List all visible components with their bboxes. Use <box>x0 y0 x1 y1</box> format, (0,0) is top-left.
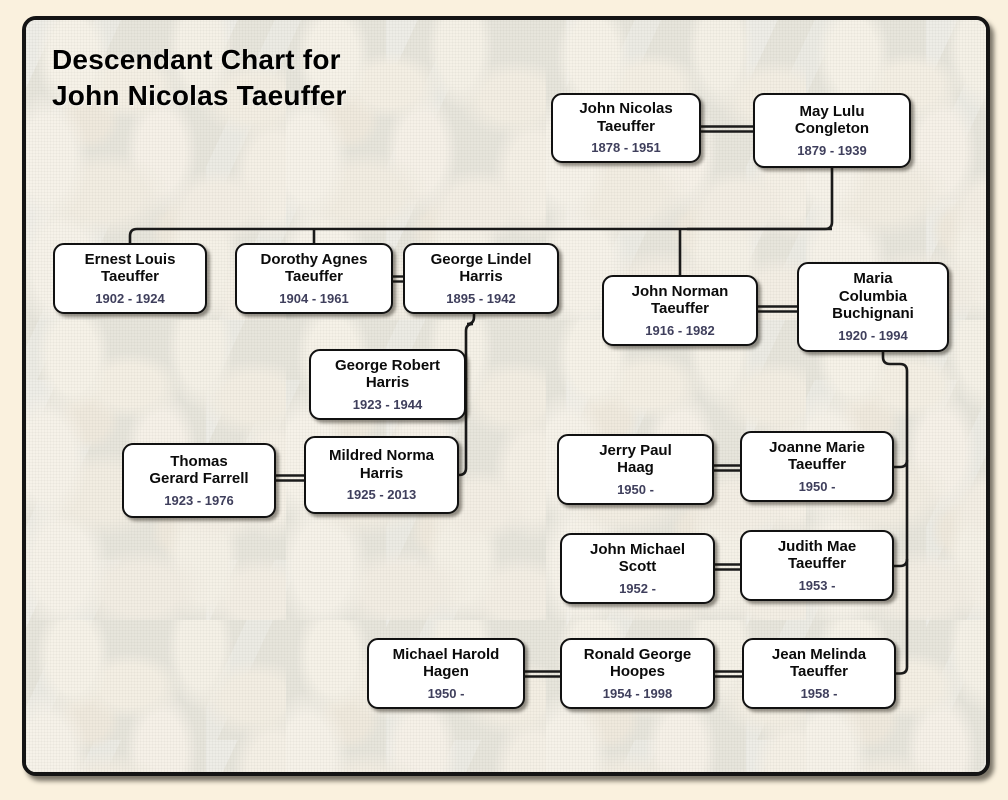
person-name: Ronald George Hoopes <box>583 645 692 681</box>
person-node[interactable]: John Michael Scott 1952 - <box>560 533 715 604</box>
connector-line <box>128 227 138 243</box>
person-node[interactable]: Joanne Marie Taeuffer 1950 - <box>740 431 894 502</box>
person-node[interactable]: Mildred Norma Harris 1925 - 2013 <box>304 436 459 514</box>
person-node[interactable]: Thomas Gerard Farrell 1923 - 1976 <box>122 443 276 518</box>
person-name: Ernest Louis Taeuffer <box>84 250 176 286</box>
person-dates: 1950 - <box>427 685 465 701</box>
person-node[interactable]: John Nicolas Taeuffer 1878 - 1951 <box>551 93 701 163</box>
person-name: Jerry Paul Haag <box>599 441 672 477</box>
person-node[interactable]: Jean Melinda Taeuffer 1958 - <box>742 638 896 709</box>
person-node[interactable]: Maria Columbia Buchignani 1920 - 1994 <box>797 262 949 352</box>
person-dates: 1895 - 1942 <box>446 290 516 306</box>
person-node[interactable]: John Norman Taeuffer 1916 - 1982 <box>602 275 758 346</box>
connector-line <box>894 459 909 469</box>
person-dates: 1950 - <box>798 478 836 494</box>
person-node[interactable]: Jerry Paul Haag 1950 - <box>557 434 714 505</box>
person-dates: 1953 - <box>798 577 836 593</box>
person-dates: 1904 - 1961 <box>279 290 349 306</box>
connector-line <box>881 352 909 675</box>
person-node[interactable]: Dorothy Agnes Taeuffer 1904 - 1961 <box>235 243 393 314</box>
person-node[interactable]: George Lindel Harris 1895 - 1942 <box>403 243 559 314</box>
connector-line <box>824 168 834 231</box>
connector-lines <box>128 125 909 678</box>
person-node[interactable]: Michael Harold Hagen 1950 - <box>367 638 525 709</box>
person-name: John Norman Taeuffer <box>631 282 729 318</box>
person-name: Michael Harold Hagen <box>392 645 500 681</box>
chart-frame: Descendant Chart for John Nicolas Taeuff… <box>22 16 990 776</box>
page-title: Descendant Chart for John Nicolas Taeuff… <box>52 44 347 111</box>
person-name: Dorothy Agnes Taeuffer <box>260 250 368 286</box>
person-name: Judith Mae Taeuffer <box>777 537 857 573</box>
person-name: May Lulu Congleton <box>794 102 870 138</box>
person-name: John Nicolas Taeuffer <box>579 100 673 135</box>
person-node[interactable]: Judith Mae Taeuffer 1953 - <box>740 530 894 601</box>
connector-line <box>458 314 476 477</box>
person-dates: 1920 - 1994 <box>838 328 908 344</box>
person-name: George Robert Harris <box>334 356 440 392</box>
person-name: Thomas Gerard Farrell <box>149 452 249 488</box>
person-dates: 1925 - 2013 <box>346 487 417 503</box>
connector-line <box>894 558 909 568</box>
person-dates: 1879 - 1939 <box>797 142 867 158</box>
person-dates: 1916 - 1982 <box>645 322 715 338</box>
person-name: Maria Columbia Buchignani <box>832 270 914 323</box>
person-name: John Michael Scott <box>589 540 686 576</box>
person-dates: 1923 - 1944 <box>352 396 423 412</box>
person-dates: 1902 - 1924 <box>95 290 165 306</box>
person-dates: 1923 - 1976 <box>164 492 234 508</box>
person-node[interactable]: Ernest Louis Taeuffer 1902 - 1924 <box>53 243 207 314</box>
person-node[interactable]: George Robert Harris 1923 - 1944 <box>309 349 466 420</box>
person-dates: 1954 - 1998 <box>602 685 673 701</box>
person-name: Mildred Norma Harris <box>328 447 434 482</box>
person-dates: 1878 - 1951 <box>591 140 661 156</box>
person-dates: 1952 - <box>619 580 656 596</box>
person-name: Joanne Marie Taeuffer <box>769 438 865 474</box>
person-name: Jean Melinda Taeuffer <box>771 645 867 681</box>
person-dates: 1958 - <box>800 685 838 701</box>
person-dates: 1950 - <box>617 481 654 497</box>
person-node[interactable]: Ronald George Hoopes 1954 - 1998 <box>560 638 715 709</box>
person-name: George Lindel Harris <box>430 250 532 286</box>
person-node[interactable]: May Lulu Congleton 1879 - 1939 <box>753 93 911 168</box>
chart-canvas: Descendant Chart for John Nicolas Taeuff… <box>26 20 986 772</box>
